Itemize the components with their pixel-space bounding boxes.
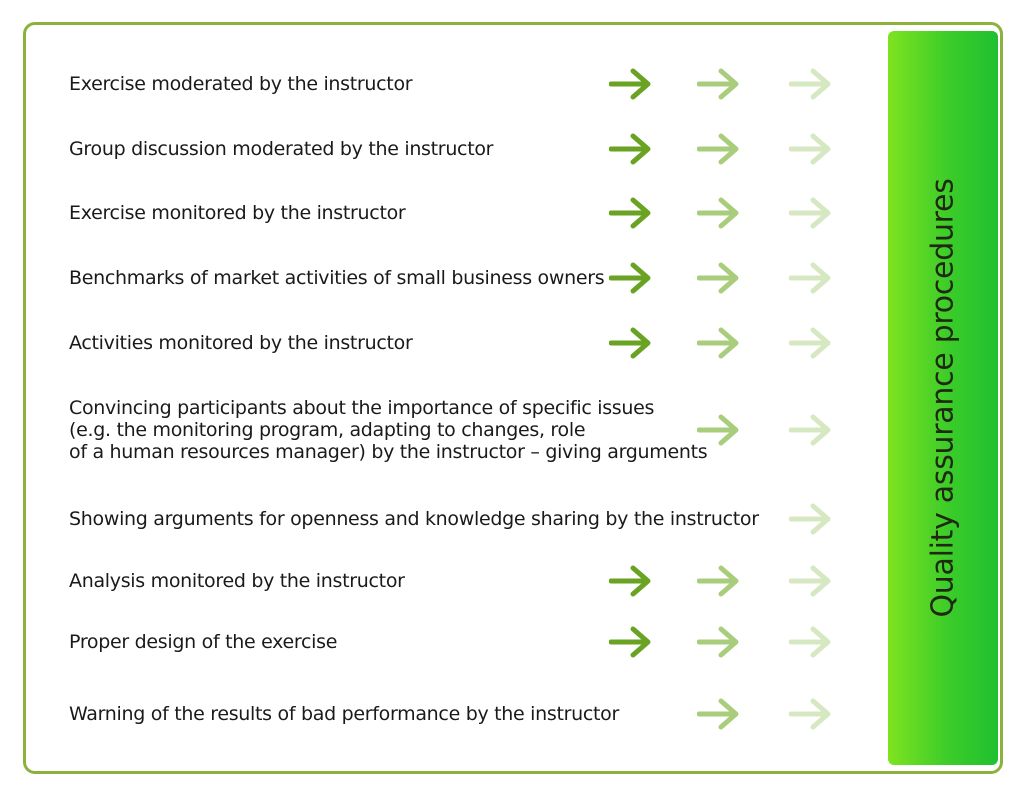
quality-assurance-panel: Quality assurance procedures [888, 31, 998, 765]
light-arrow-icon [789, 326, 833, 360]
light-arrow-icon [789, 502, 833, 536]
row-label: Benchmarks of market activities of small… [69, 267, 605, 289]
dark-arrow-icon [609, 564, 653, 598]
row-label: Analysis monitored by the instructor [69, 570, 405, 592]
mid-arrow-icon [697, 697, 741, 731]
dark-arrow-icon [609, 326, 653, 360]
row-label: Warning of the results of bad performanc… [69, 703, 620, 725]
light-arrow-icon [789, 564, 833, 598]
row-label: Exercise moderated by the instructor [69, 73, 413, 95]
mid-arrow-icon [697, 261, 741, 295]
light-arrow-icon [789, 132, 833, 166]
light-arrow-icon [789, 196, 833, 230]
row-label: Exercise monitored by the instructor [69, 202, 406, 224]
light-arrow-icon [789, 697, 833, 731]
mid-arrow-icon [697, 132, 741, 166]
dark-arrow-icon [609, 132, 653, 166]
mid-arrow-icon [697, 67, 741, 101]
row-label: Proper design of the exercise [69, 631, 338, 653]
row-label: Activities monitored by the instructor [69, 332, 413, 354]
row-label: Convincing participants about the import… [69, 397, 708, 463]
row-label: Group discussion moderated by the instru… [69, 138, 494, 160]
mid-arrow-icon [697, 413, 741, 447]
mid-arrow-icon [697, 625, 741, 659]
panel-title: Quality assurance procedures [925, 178, 961, 618]
dark-arrow-icon [609, 625, 653, 659]
light-arrow-icon [789, 625, 833, 659]
mid-arrow-icon [697, 196, 741, 230]
mid-arrow-icon [697, 326, 741, 360]
dark-arrow-icon [609, 261, 653, 295]
light-arrow-icon [789, 413, 833, 447]
dark-arrow-icon [609, 196, 653, 230]
light-arrow-icon [789, 67, 833, 101]
row-label: Showing arguments for openness and knowl… [69, 508, 759, 530]
dark-arrow-icon [609, 67, 653, 101]
mid-arrow-icon [697, 564, 741, 598]
light-arrow-icon [789, 261, 833, 295]
